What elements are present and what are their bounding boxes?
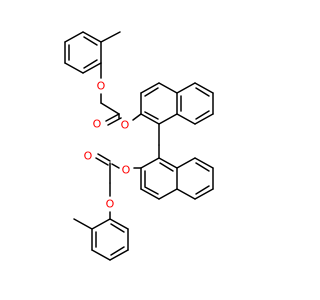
bond-inner — [195, 162, 210, 172]
bond-inner — [110, 223, 125, 233]
methyl-bond-upper — [100, 31, 121, 43]
upper-tolyl-ring — [64, 31, 102, 74]
oxygen-ether-upper: O — [97, 80, 106, 93]
structure-canvas: O O O — [64, 31, 214, 261]
bond — [176, 188, 196, 200]
bond — [109, 249, 129, 261]
oxygen-carbonyl-upper: O — [93, 118, 102, 131]
bond — [140, 82, 160, 94]
bond — [158, 188, 178, 200]
lower-naphthalene — [140, 157, 214, 200]
carbonyl-double-bond-lower-a — [97, 153, 111, 162]
oxygen-ester-upper: O — [121, 119, 130, 132]
bond-inner — [195, 185, 210, 195]
oxygen-carbonyl-lower: O — [84, 150, 93, 163]
bond — [64, 31, 84, 43]
bond-inner — [195, 87, 210, 97]
bond — [194, 82, 214, 94]
bond — [194, 113, 214, 125]
oxygen-ester-lower: O — [122, 164, 131, 177]
bond-ester-O-carbonyl-lower — [111, 163, 120, 169]
methyl-bond-lower — [73, 218, 93, 230]
bond-inner — [83, 36, 98, 46]
bond — [158, 157, 178, 169]
bond — [91, 249, 111, 261]
bond — [64, 62, 84, 74]
carbonyl-double-bond-upper-a — [105, 113, 120, 122]
bond-ester-O-naph-upper — [132, 113, 142, 121]
bond-inner — [144, 87, 159, 97]
bond — [140, 157, 160, 169]
upper-naphthalene — [140, 82, 214, 125]
bond — [176, 113, 196, 125]
bond — [82, 31, 102, 43]
bond — [158, 82, 178, 94]
bond-inner — [144, 111, 159, 120]
bond — [140, 188, 160, 200]
bond — [194, 157, 214, 169]
molecule-diagram: O O O — [64, 31, 214, 261]
bond-inner — [159, 162, 174, 172]
carbonyl-double-bond-upper-b — [107, 117, 122, 126]
bond-inner — [144, 186, 159, 195]
oxygen-ether-lower: O — [106, 198, 115, 211]
bond — [194, 188, 214, 200]
bond — [140, 113, 160, 125]
bond — [176, 157, 196, 169]
bond-inner — [195, 110, 210, 120]
lower-tolyl-ring — [91, 218, 129, 261]
bond — [109, 218, 129, 230]
bond — [91, 218, 111, 230]
bond-CH2-carbonyl-upper — [100, 102, 120, 115]
bond-inner — [110, 246, 125, 256]
carbonyl-double-bond-lower-b — [95, 157, 109, 166]
bond — [176, 82, 196, 94]
bond-inner — [83, 59, 98, 69]
bond — [158, 113, 178, 125]
bond — [82, 62, 102, 74]
